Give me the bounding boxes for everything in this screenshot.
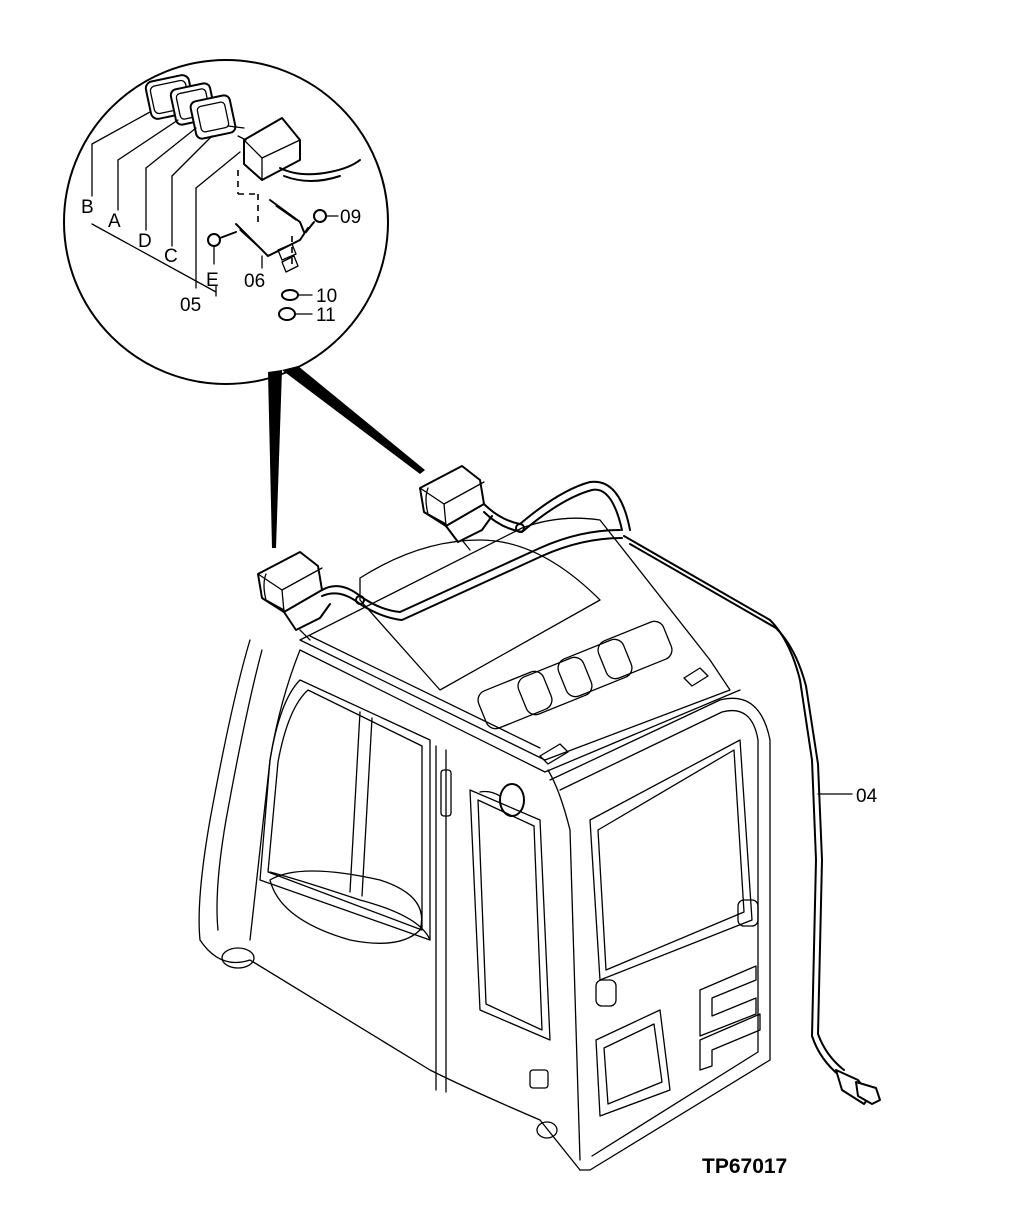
main-labels: 04 TP67017 bbox=[702, 786, 878, 1178]
label-c: C bbox=[164, 246, 178, 267]
cab-outline bbox=[198, 517, 771, 1171]
label-06: 06 bbox=[244, 271, 265, 292]
bracket-detail bbox=[207, 170, 339, 321]
label-05: 05 bbox=[180, 295, 201, 316]
label-04: 04 bbox=[856, 786, 878, 807]
detail-pointer-left bbox=[268, 370, 282, 548]
label-d: D bbox=[138, 231, 152, 252]
detail-pointer-right bbox=[282, 366, 425, 474]
wiring-harness bbox=[321, 480, 881, 1105]
label-11: 11 bbox=[316, 305, 336, 326]
detail-labels: B A D C E 05 06 09 10 11 bbox=[81, 197, 361, 326]
detail-leader-lines bbox=[91, 111, 263, 297]
work-lamp-right bbox=[419, 465, 493, 551]
label-a: A bbox=[108, 211, 121, 232]
label-b: B bbox=[81, 197, 94, 218]
detail-circle bbox=[63, 59, 425, 548]
lens-parts bbox=[144, 74, 245, 140]
work-lamp-left bbox=[257, 551, 331, 641]
label-10: 10 bbox=[316, 286, 337, 307]
figure-id: TP67017 bbox=[702, 1155, 787, 1178]
label-e: E bbox=[206, 270, 219, 291]
label-09: 09 bbox=[340, 207, 361, 228]
lamp-housing-detail bbox=[237, 117, 361, 182]
